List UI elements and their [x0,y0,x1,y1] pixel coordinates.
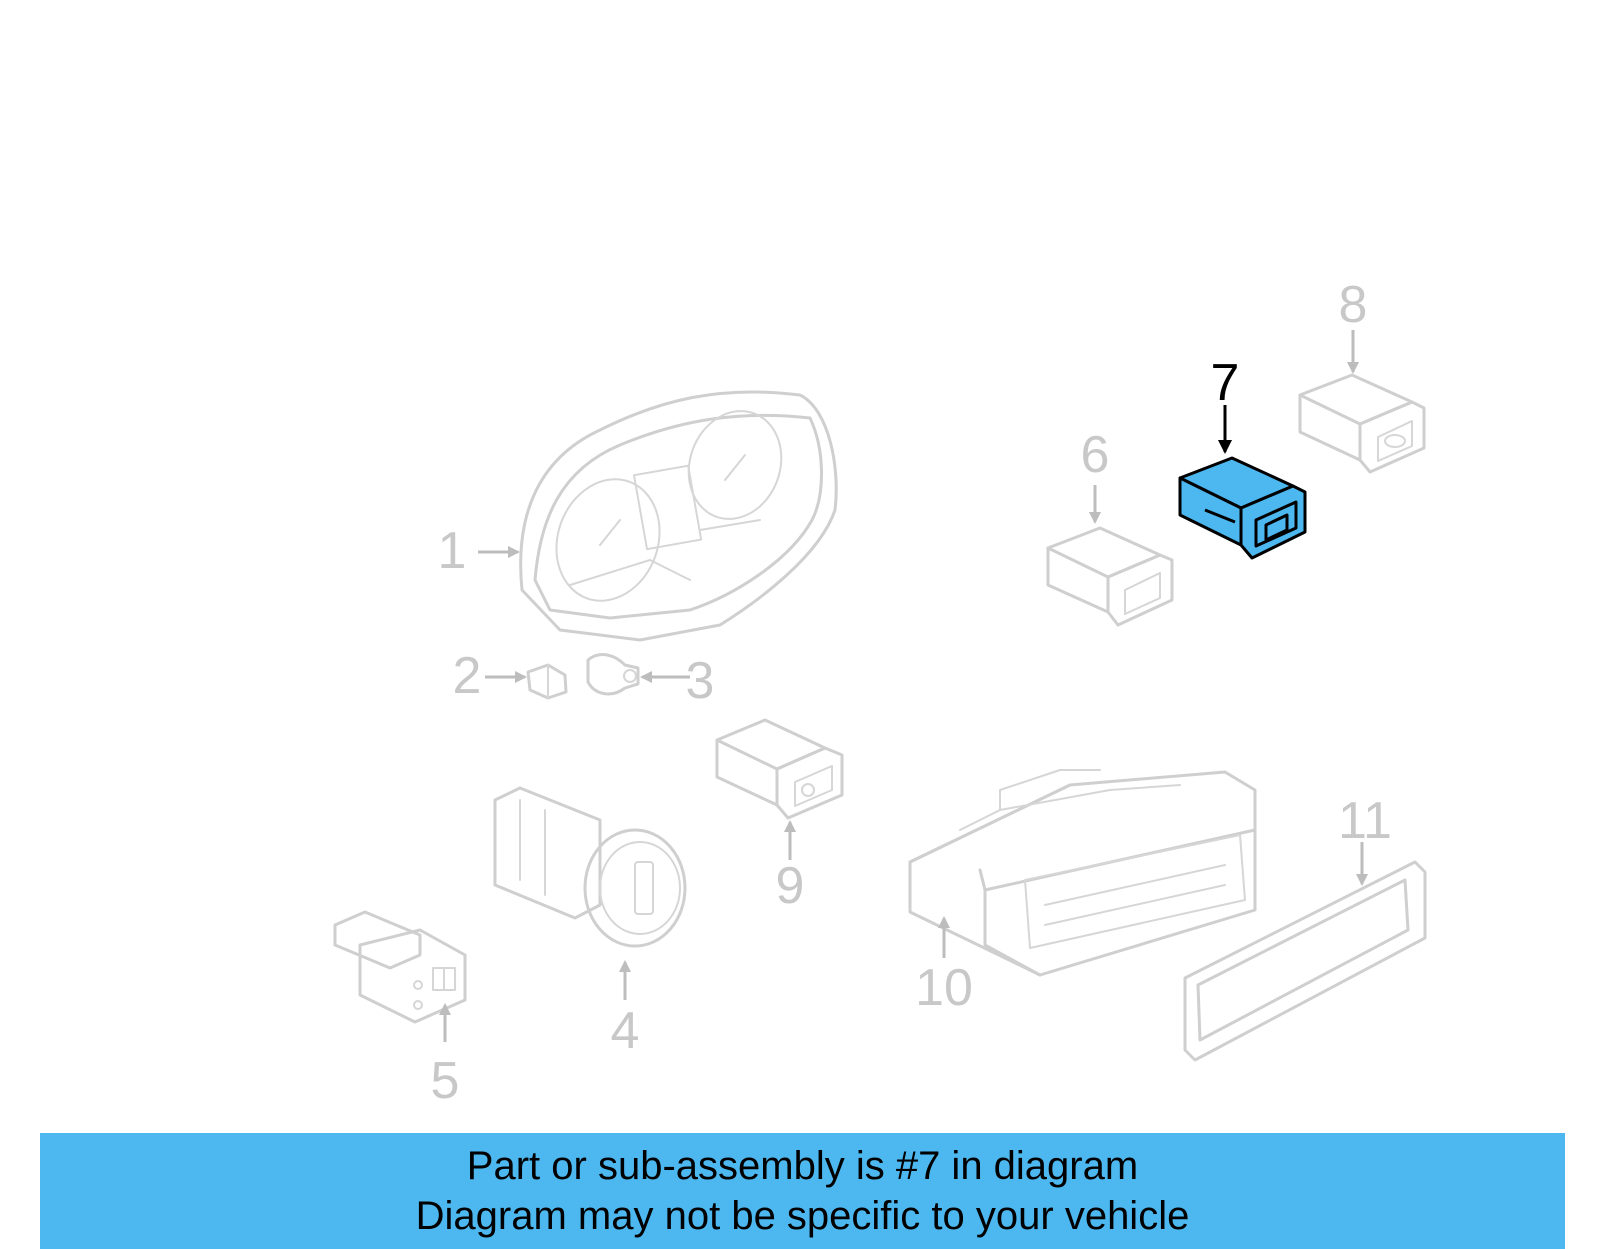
part-8-switch [1298,373,1426,474]
callout-2: 2 [453,647,482,705]
callout-6: 6 [1081,426,1110,484]
callout-9: 9 [776,857,805,915]
banner-line-1: Part or sub-assembly is #7 in diagram [466,1144,1139,1188]
part-6-switch [1046,526,1174,627]
part-9-switch [715,718,844,820]
part-4-headlight-switch [493,786,687,948]
part-11-trim-frame [1183,860,1427,1062]
callout-10: 10 [915,959,973,1017]
callout-arrows [439,330,1368,1042]
callout-8: 8 [1339,276,1368,334]
callout-7: 7 [1211,354,1240,412]
callout-1: 1 [438,522,467,580]
callout-11: 11 [1338,792,1392,850]
callout-3: 3 [686,652,715,710]
part-1-instrument-cluster [519,390,838,642]
callout-5: 5 [431,1052,460,1110]
part-5-switch [333,910,467,1024]
banner-line-2: Diagram may not be specific to your vehi… [415,1194,1190,1238]
callout-4: 4 [611,1002,640,1060]
part-2-sensor [526,663,568,700]
part-3-sensor [586,653,640,696]
part-10-climate-control [908,769,1257,977]
part-7-highlighted-switch [1178,456,1307,560]
info-banner: Part or sub-assembly is #7 in diagram Di… [40,1133,1565,1249]
